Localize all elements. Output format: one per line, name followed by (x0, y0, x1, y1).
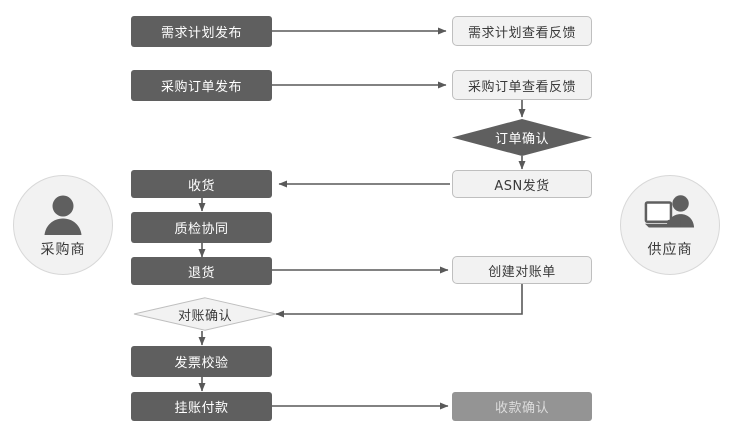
person-icon (37, 192, 89, 238)
node-reconcile-confirm[interactable]: 对账确认 (133, 297, 277, 331)
node-order-confirm[interactable]: 订单确认 (452, 119, 592, 156)
node-label: 需求计划查看反馈 (467, 25, 576, 41)
node-label: 挂账付款 (174, 401, 229, 416)
node-asn-shipment[interactable]: ASN发货 (452, 170, 592, 198)
node-payment-posting[interactable]: 挂账付款 (131, 392, 272, 421)
node-return-goods[interactable]: 退货 (131, 257, 272, 285)
node-receive-goods[interactable]: 收货 (131, 170, 272, 198)
diamond-shape (133, 297, 277, 331)
node-label: 发票校验 (174, 356, 229, 371)
node-label: 收款确认 (494, 401, 549, 416)
node-label: 对账确认 (177, 308, 232, 324)
node-label: 退货 (187, 265, 215, 281)
node-demand-plan-view-feedback[interactable]: 需求计划查看反馈 (452, 16, 592, 46)
diamond-shape (452, 119, 592, 156)
node-label: 采购订单查看反馈 (467, 79, 576, 95)
node-label: 采购订单发布 (160, 80, 242, 95)
node-label: 创建对账单 (488, 264, 556, 280)
edge-reconcile-doc-to-confirm (275, 283, 523, 318)
node-demand-plan-publish[interactable]: 需求计划发布 (131, 16, 272, 47)
node-purchase-order-publish[interactable]: 采购订单发布 (131, 70, 272, 101)
node-purchase-order-view-feedback[interactable]: 采购订单查看反馈 (452, 70, 592, 100)
node-invoice-check[interactable]: 发票校验 (131, 346, 272, 377)
node-label: 需求计划发布 (160, 26, 242, 41)
node-label: 订单确认 (494, 132, 549, 147)
person-at-computer-icon (644, 192, 696, 238)
node-label: ASN发货 (494, 178, 550, 194)
actor-buyer[interactable]: 采购商 (13, 175, 113, 275)
node-label: 质检协同 (174, 222, 229, 237)
actor-label: 采购商 (40, 241, 86, 258)
node-quality-inspection[interactable]: 质检协同 (131, 212, 272, 243)
node-create-reconciliation[interactable]: 创建对账单 (452, 256, 592, 284)
actor-label: 供应商 (647, 241, 693, 258)
actor-supplier[interactable]: 供应商 (620, 175, 720, 275)
node-label: 收货 (187, 178, 215, 194)
node-receipt-confirm[interactable]: 收款确认 (452, 392, 592, 421)
